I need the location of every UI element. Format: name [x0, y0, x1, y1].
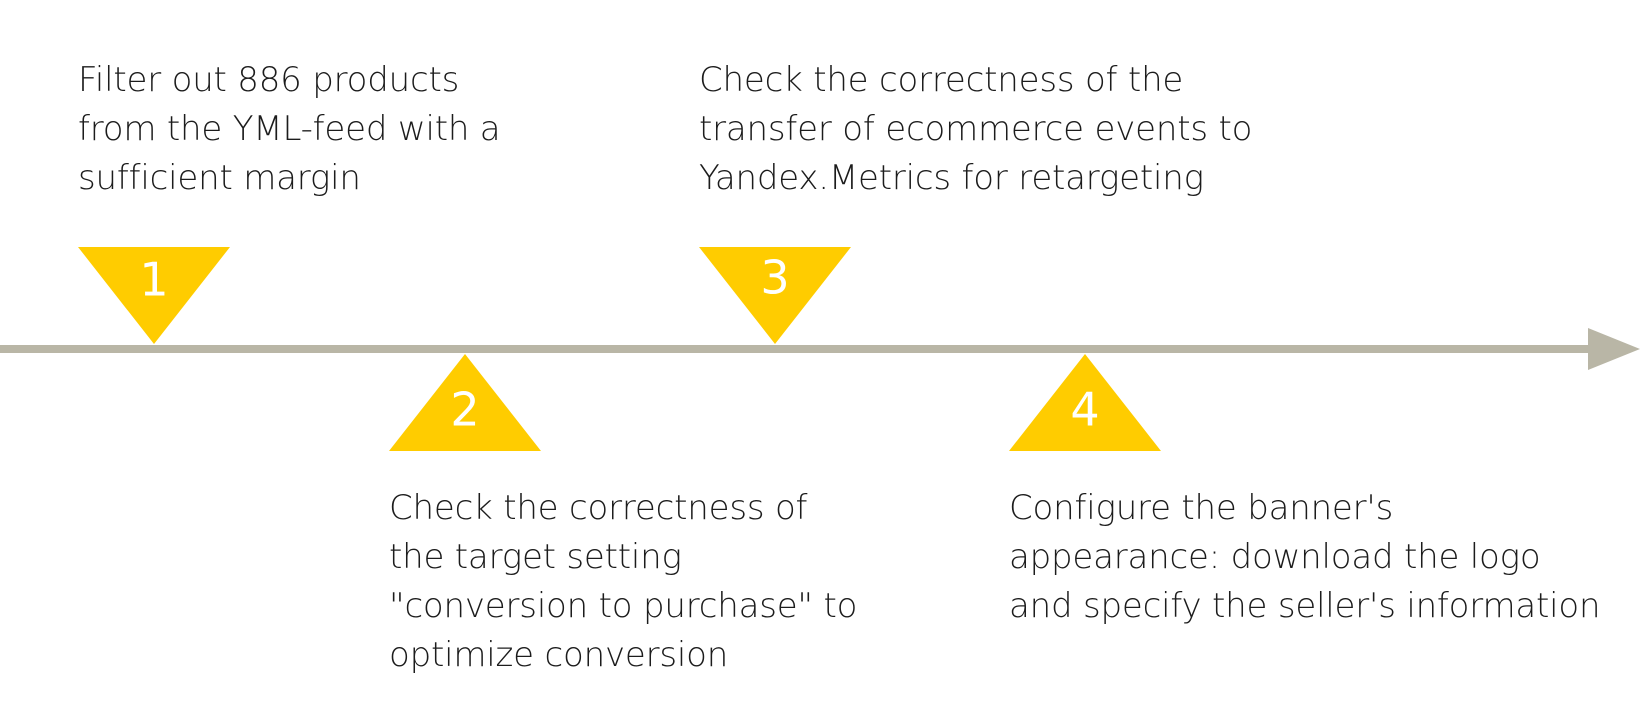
step-marker-2: 2	[389, 354, 541, 451]
step-triangle-3	[699, 247, 851, 344]
step-number-3: 3	[760, 251, 789, 305]
step-triangle-1	[78, 247, 230, 344]
step-number-4: 4	[1070, 383, 1099, 437]
step-description-4: Configure the banner's appearance: downl…	[1009, 488, 1601, 626]
step-marker-3: 3	[699, 247, 851, 344]
step-marker-4: 4	[1009, 354, 1161, 451]
timeline-arrowhead	[1588, 328, 1640, 370]
step-marker-1: 1	[78, 247, 230, 344]
step-number-1: 1	[139, 253, 168, 307]
step-description-3: Check the correctness of the transfer of…	[699, 60, 1253, 198]
step-triangle-4	[1009, 354, 1161, 451]
step-number-2: 2	[450, 383, 479, 437]
step-description-2: Check the correctness of the target sett…	[389, 488, 858, 675]
step-triangle-2	[389, 354, 541, 451]
step-description-1: Filter out 886 products from the YML-fee…	[78, 60, 501, 198]
